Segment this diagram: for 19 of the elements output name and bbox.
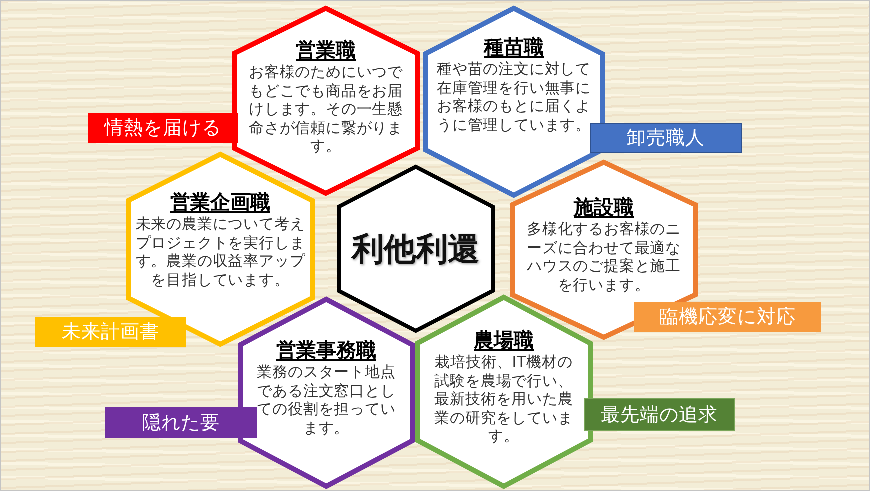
job-description: お客様のためにいつでもどこでも商品をお届けします。その一生懸命さが信頼に繋がります。 [248,63,404,156]
job-description: 多様化するお客様のニーズに合わせて最適なハウスのご提案と施工を行います。 [526,220,682,294]
job-title: 営業事務職 [276,338,376,362]
tag-label: 最先端の追求 [584,398,735,431]
job-description: 業務のスタート地点である注文窓口としての役割を担っています。 [256,363,397,437]
motto-heading: 利他利還 [352,230,480,268]
tag-label: 未来計画書 [35,317,186,347]
job-description: 栽培技術、IT機材の試験を農場で行い、最新技術を用いた農業の研究をしています。 [434,353,574,446]
job-description: 未来の農業について考えプロジェクトを実行します。農業の収益率アップを目指しています。 [134,215,306,289]
tag-label: 臨機応変に対応 [634,302,821,332]
tag-label: 卸売職人 [590,123,742,153]
job-title: 農場職 [474,328,534,352]
job-description: 種や苗の注文に対して在庫管理を行い無事にお客様のもとに届くように管理しています。 [436,60,592,134]
tag-label: 隠れた要 [105,407,257,438]
job-title: 営業職 [296,38,356,62]
tag-label: 情熱を届ける [88,113,238,143]
job-title: 種苗職 [484,35,544,59]
job-title: 施設職 [574,195,634,219]
job-title: 営業企画職 [170,190,270,214]
